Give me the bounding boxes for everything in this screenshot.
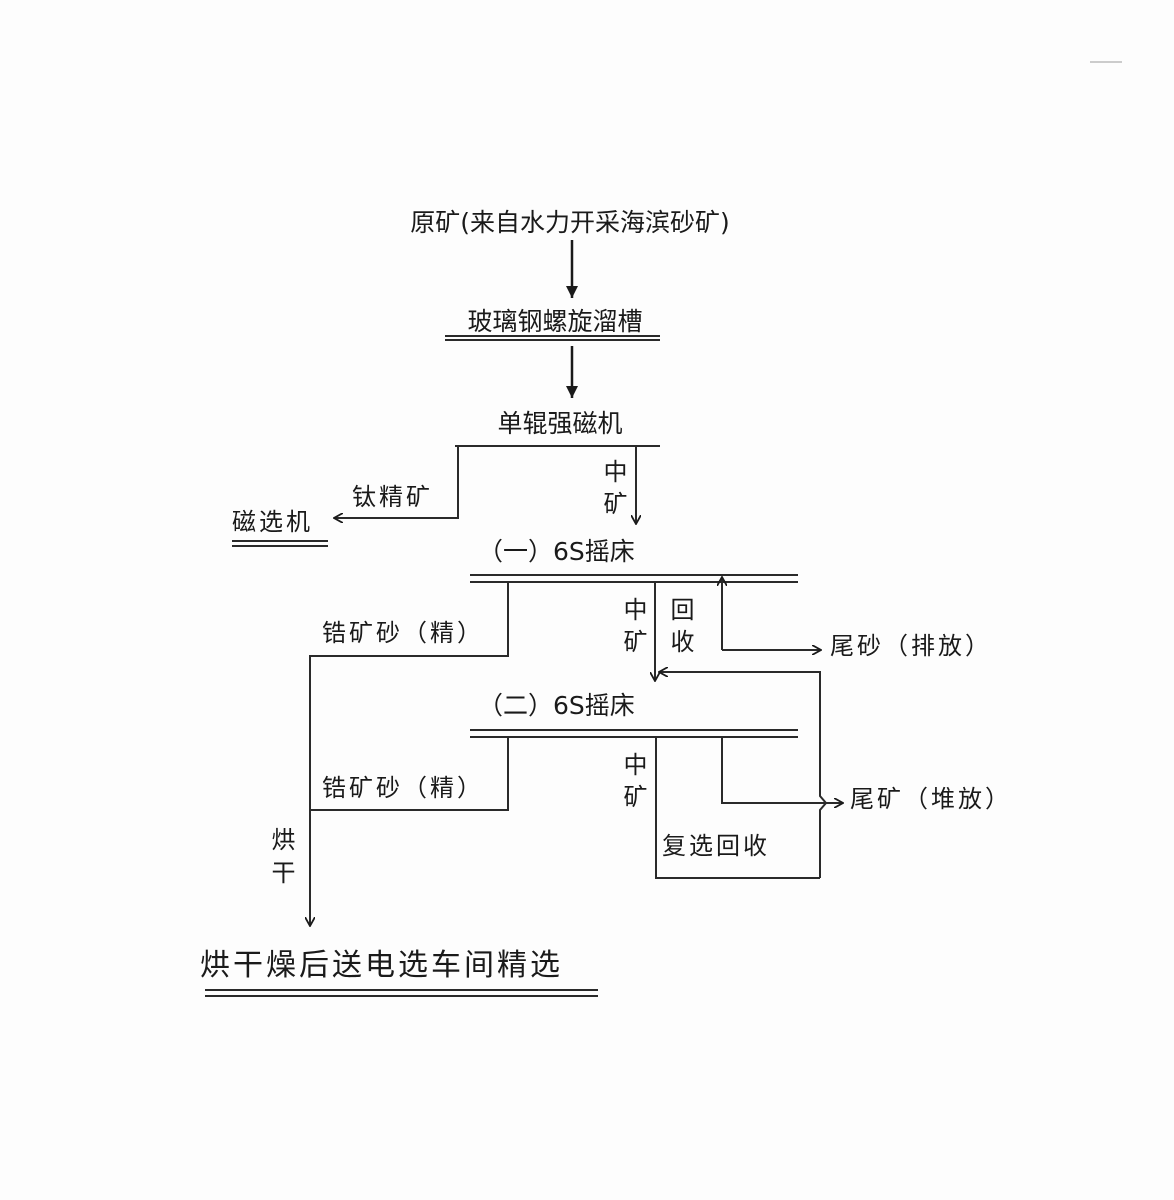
shaking-table-1-label: （一）6S摇床 [478,537,635,566]
middlings-label: 矿 [604,490,631,518]
middlings-label: 矿 [624,628,651,656]
titanium-concentrate-label: 钛精矿 [352,483,433,511]
tailings-discharge-label: 尾砂（排放） [830,632,992,660]
drying-label: 干 [272,859,299,887]
recovery-label: 收 [671,628,698,656]
titanium-flow-line [335,447,459,518]
zircon-flow-line [310,583,509,925]
raw-ore-label: 原矿(来自水力开采海滨砂矿) [410,208,730,237]
zircon-sand-1-label: 锆矿砂（精） [322,619,484,647]
zircon-sand-2-label: 锆矿砂（精） [322,774,484,802]
drying-label: 烘 [272,826,299,854]
middlings-label: 中 [604,458,631,486]
zircon-flow-line [310,738,509,811]
middlings-label: 中 [624,751,651,779]
reselection-recovery-label: 复选回收 [662,832,770,860]
tailings-flow-line [721,738,842,803]
middlings-flow-line [655,738,820,879]
magnetic-separator-label: 磁选机 [232,508,313,536]
recovery-label: 回 [671,596,698,624]
middlings-label: 中 [624,596,651,624]
spiral-chute-label: 玻璃钢螺旋溜槽 [467,307,642,336]
tailings-stockpile-label: 尾矿（堆放） [850,785,1012,813]
recycle-flow-line [660,672,828,878]
shaking-table-2-label: （二）6S摇床 [478,691,635,720]
single-roll-magnet-label: 单辊强磁机 [497,409,622,438]
middlings-label: 矿 [624,783,651,811]
final-step-label: 烘干燥后送电选车间精选 [200,948,563,983]
